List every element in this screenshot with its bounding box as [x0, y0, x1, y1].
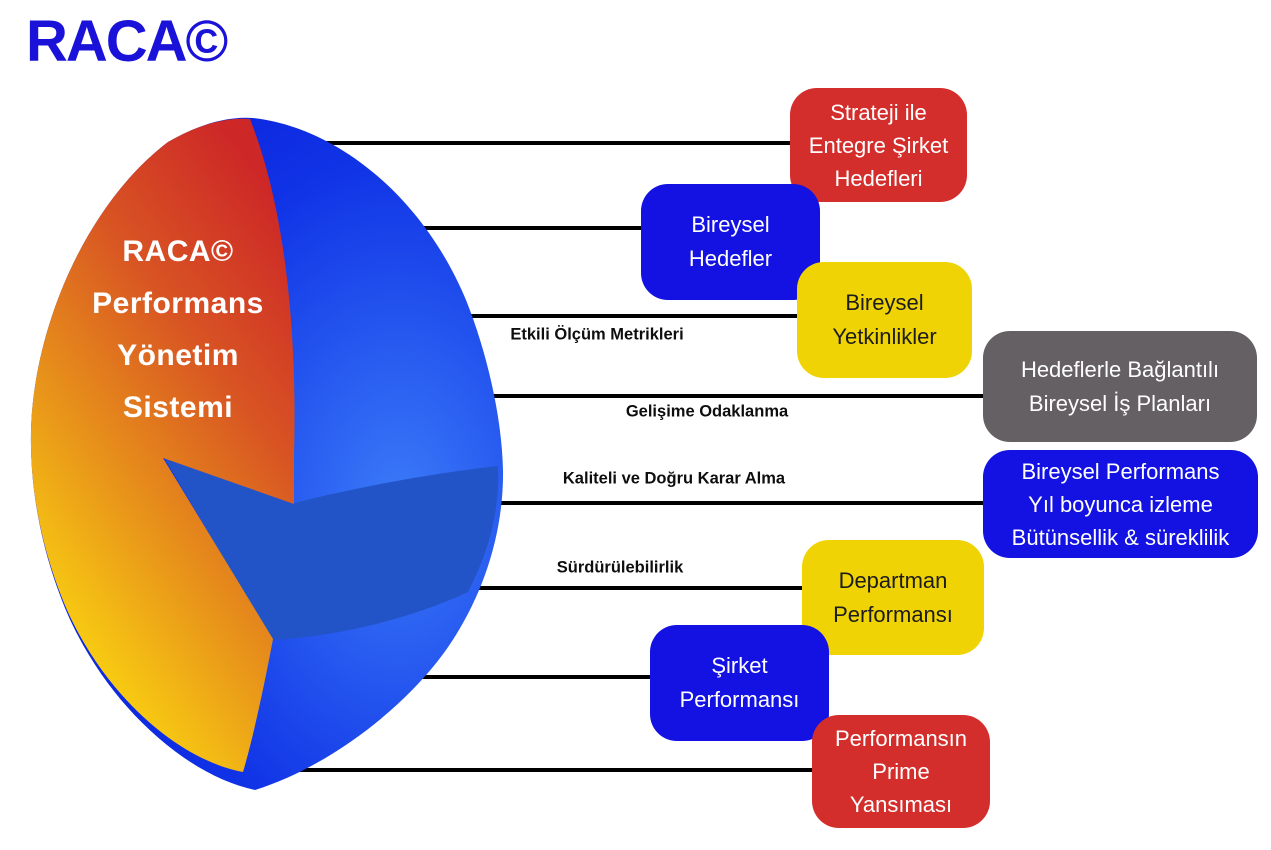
node-strateji-ile-entegre-sirket-hedefleri: Strateji ile Entegre Şirket Hedefleri [790, 88, 967, 202]
sphere-cap [30, 118, 295, 773]
node-label: Şirket Performansı [679, 653, 800, 712]
node-label: Performansın Prime Yansıması [834, 726, 968, 817]
sphere-title: RACA© Performans Yönetim Sistemi [92, 235, 264, 424]
connector-label-kaliteli-karar-alma: Kaliteli ve Doğru Karar Alma [562, 469, 786, 488]
sphere-wedge [165, 459, 499, 640]
raca-logo: RACA© [26, 9, 228, 74]
node-label: Hedeflerle Bağlantılı Bireysel İş Planla… [1020, 356, 1220, 416]
node-bireysel-hedefler: Bireysel Hedefler [641, 184, 820, 300]
node-bireysel-performans-izleme: Bireysel Performans Yıl boyunca izleme B… [983, 450, 1258, 558]
node-label: Bireysel Performans Yıl boyunca izleme B… [1011, 458, 1230, 550]
node-label: Bireysel Hedefler [688, 212, 773, 271]
node-label: Departman Performansı [833, 567, 953, 627]
node-performansin-prime-yansimasi: Performansın Prime Yansıması [812, 715, 990, 828]
node-hedeflerle-baglantili-bireysel-is-planlari: Hedeflerle Bağlantılı Bireysel İş Planla… [983, 331, 1257, 442]
node-label: Bireysel Yetkinlikler [832, 290, 937, 349]
node-sirket-performansi: Şirket Performansı [650, 625, 829, 741]
node-label: Strateji ile Entegre Şirket Hedefleri [808, 99, 949, 191]
connector-label-surdurulebilirlik: Sürdürülebilirlik [556, 558, 684, 577]
connector-label-gelisime-odaklanma: Gelişime Odaklanma [625, 402, 789, 421]
node-bireysel-yetkinlikler: Bireysel Yetkinlikler [797, 262, 972, 378]
node-departman-performansi: Departman Performansı [802, 540, 984, 655]
connector-label-etkili-olcum-metrikleri: Etkili Ölçüm Metrikleri [510, 325, 684, 344]
